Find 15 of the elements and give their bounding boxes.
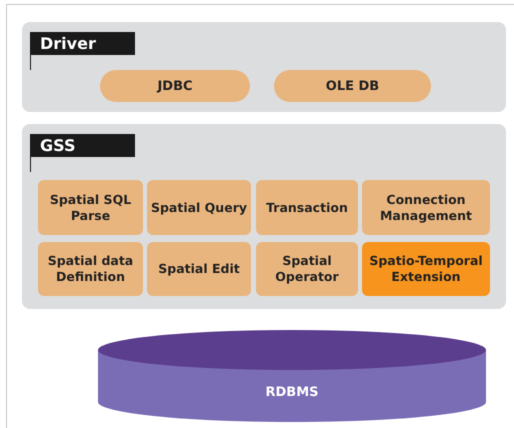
layer-title: GSS bbox=[30, 134, 135, 157]
layer-title: Driver bbox=[30, 32, 135, 55]
layer-panel bbox=[22, 22, 506, 112]
module-box: Transaction bbox=[256, 180, 358, 235]
module-box: Connection Management bbox=[362, 180, 490, 235]
database-label: RDBMS bbox=[264, 385, 320, 400]
module-box: Spatio-Temporal Extension bbox=[362, 242, 490, 296]
module-box: Spatial data Definition bbox=[38, 242, 143, 296]
driver-pill: OLE DB bbox=[274, 70, 431, 102]
layer-panel bbox=[22, 124, 506, 309]
module-box: Spatial Edit bbox=[147, 242, 251, 296]
driver-pill: JDBC bbox=[100, 70, 250, 102]
module-box: Spatial SQL Parse bbox=[38, 180, 143, 235]
module-box: Spatial Operator bbox=[256, 242, 358, 296]
module-box: Spatial Query bbox=[147, 180, 251, 235]
